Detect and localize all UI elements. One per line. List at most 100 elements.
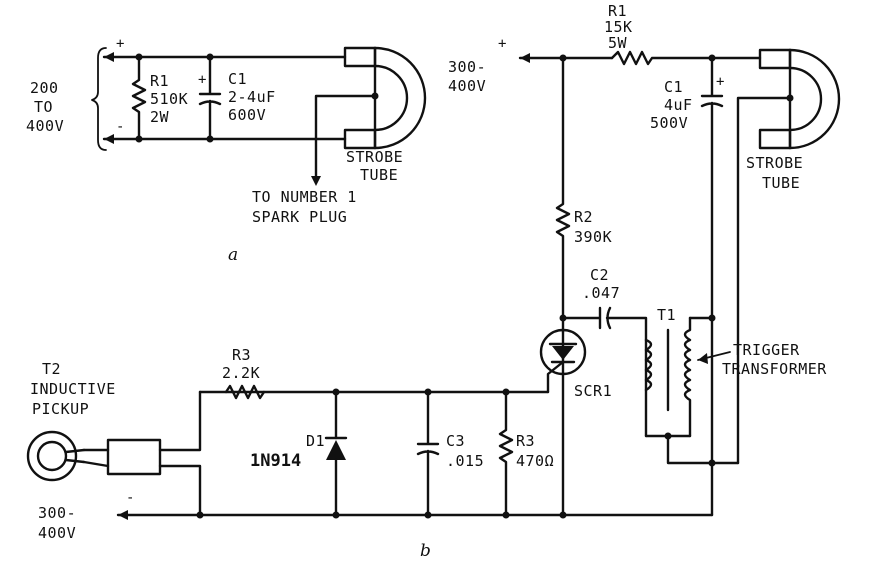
- circuit-a: + - 200 TO 400V R1 510K 2W + C1 2-4uF 60…: [26, 36, 427, 265]
- pickup-lead-top: [158, 390, 202, 452]
- b-c3-value: .015: [446, 452, 484, 470]
- d1-diode: [324, 390, 348, 517]
- caption-a: a: [228, 245, 238, 265]
- b-strobe-2: TUBE: [762, 174, 800, 192]
- node-b1: [559, 54, 567, 62]
- r1-b-resistor: [610, 50, 762, 66]
- strobe-b-lead: [736, 96, 792, 465]
- b-r3a-name: R3: [232, 346, 251, 364]
- node-b6: [664, 432, 672, 440]
- node-a4: [206, 135, 214, 143]
- node-a1: [135, 53, 143, 61]
- supply-brace: [91, 47, 107, 151]
- top-arrow-b: [520, 53, 530, 63]
- b-top-1: 300-: [448, 58, 486, 76]
- b-t1-name: T1: [657, 306, 676, 324]
- b-top-plus: +: [498, 36, 506, 52]
- a-minus: -: [116, 119, 124, 135]
- b-c1-name: C1: [664, 78, 683, 96]
- a-c1-value: 2-4uF: [228, 88, 276, 106]
- node-b4: [559, 314, 567, 322]
- b-top-2: 400V: [448, 77, 486, 95]
- b-d1-value: 1N914: [250, 451, 301, 471]
- node-a2: [206, 53, 214, 61]
- r3a-resistor: [224, 384, 266, 400]
- node-a3: [135, 135, 143, 143]
- a-c1-voltage: 600V: [228, 106, 266, 124]
- c3-capacitor: [416, 390, 440, 517]
- b-d1-name: D1: [306, 432, 325, 450]
- b-r1-name: R1: [608, 2, 627, 20]
- node-b11: [196, 511, 204, 519]
- b-bottom-1: 300-: [38, 504, 76, 522]
- a-supply-2: TO: [34, 98, 53, 116]
- b-r3a-value: 2.2K: [222, 364, 260, 382]
- b-c1-plus: +: [716, 74, 724, 90]
- a-supply-1: 200: [30, 79, 59, 97]
- b-r2-value: 390K: [574, 228, 612, 246]
- node-b10: [502, 388, 510, 396]
- b-c2-value: .047: [582, 284, 620, 302]
- node-b13: [424, 511, 432, 519]
- b-r3b-value: 470Ω: [516, 452, 554, 470]
- a-r1-value: 510K: [150, 90, 188, 108]
- node-b3: [786, 94, 794, 102]
- b-t2-2: INDUCTIVE: [30, 380, 116, 398]
- a-plug-1: TO NUMBER 1: [252, 188, 357, 206]
- c1-a-capacitor: [198, 55, 222, 141]
- c1-b-capacitor: [700, 56, 724, 465]
- a-supply-3: 400V: [26, 117, 64, 135]
- strobe-tube-a: [343, 46, 427, 150]
- t1-ground-lead: [666, 434, 740, 465]
- node-b12: [332, 511, 340, 519]
- b-scr-name: SCR1: [574, 382, 612, 400]
- r3b-resistor: [498, 390, 514, 517]
- a-c1-name: C1: [228, 70, 247, 88]
- b-trigger-2: TRANSFORMER: [722, 360, 827, 378]
- b-trigger-1: TRIGGER: [733, 341, 800, 359]
- b-r2-name: R2: [574, 208, 593, 226]
- b-strobe-1: STROBE: [746, 154, 803, 172]
- b-t2-1: T2: [42, 360, 61, 378]
- bottom-arrow-a: [104, 134, 114, 144]
- a-c1-plus: +: [198, 72, 206, 88]
- node-b7: [708, 459, 716, 467]
- top-arrow-a: [104, 52, 114, 62]
- bottom-arrow-b: [118, 510, 128, 520]
- b-c1-voltage: 500V: [650, 114, 688, 132]
- b-bottom-minus: -: [126, 490, 134, 506]
- pickup-lead-bottom: [158, 464, 202, 517]
- a-strobe-2: TUBE: [360, 166, 398, 184]
- b-c1-value: 4uF: [664, 96, 693, 114]
- node-a5: [371, 92, 379, 100]
- circuit-b: + 300- 400V R1 15K 5W + C1 4uF 500V STRO…: [26, 2, 841, 561]
- a-r1-name: R1: [150, 72, 169, 90]
- t1-pointer-arrow: [698, 353, 708, 364]
- scr1: [539, 328, 587, 517]
- b-c2-name: C2: [590, 266, 609, 284]
- c2-capacitor: [561, 306, 648, 438]
- a-plug-2: SPARK PLUG: [252, 208, 347, 226]
- r2-resistor: [555, 56, 571, 334]
- a-r1-power: 2W: [150, 108, 170, 126]
- b-r1-power: 5W: [608, 34, 628, 52]
- caption-b: b: [420, 541, 431, 561]
- t1-primary: [644, 338, 653, 392]
- node-b5: [708, 314, 716, 322]
- b-c3-name: C3: [446, 432, 465, 450]
- node-b15: [559, 511, 567, 519]
- node-b2: [708, 54, 716, 62]
- r1-a-resistor: [131, 55, 147, 141]
- b-bottom-2: 400V: [38, 524, 76, 542]
- node-b9: [424, 388, 432, 396]
- b-t2-3: PICKUP: [32, 400, 89, 418]
- node-b8: [332, 388, 340, 396]
- a-strobe-1: STROBE: [346, 148, 403, 166]
- a-plus: +: [116, 36, 124, 52]
- spark-plug-arrow: [311, 176, 321, 186]
- node-b14: [502, 511, 510, 519]
- b-r1-value: 15K: [604, 18, 633, 36]
- t1-secondary: [683, 316, 692, 438]
- t2-inductive-pickup: [26, 430, 162, 482]
